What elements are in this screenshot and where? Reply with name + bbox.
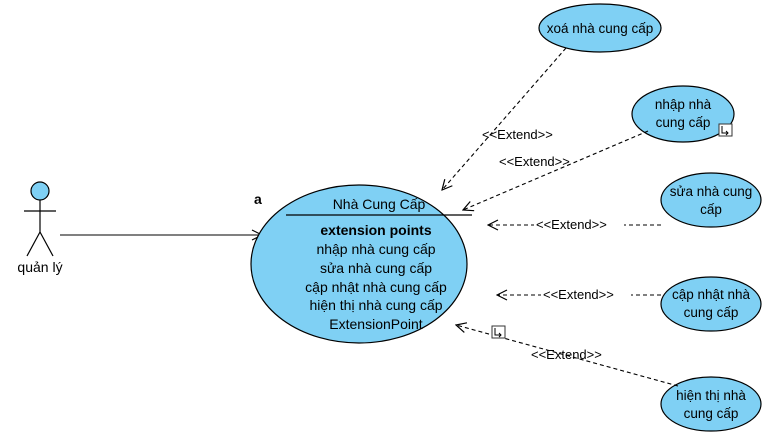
extend-label-hien-thi: <<Extend>> [531,347,602,362]
use-case-xoa-ellipse [538,3,662,53]
corner-mark: a [254,191,262,207]
use-case-nhap[interactable]: nhập nhà cung cấp [631,85,735,143]
extend-line-xoa[interactable] [442,47,567,190]
actor-head [30,181,50,201]
use-case-xoa[interactable]: xoá nhà cung cấp [538,3,662,53]
use-case-hien-thi-line2: cung cấp [684,406,739,421]
use-case-hien-thi[interactable]: hiện thị nhà cung cấp [660,376,762,432]
use-case-hien-thi-line1: hiện thị nhà [676,388,746,403]
main-use-case-ellipse [250,184,468,344]
use-case-sua-line1: sửa nhà cung [670,184,753,199]
use-case-sua-line2: cấp [700,202,722,217]
use-case-cap-nhat-ellipse [660,276,762,332]
extend-label-sua: <<Extend>> [536,217,607,232]
use-case-cap-nhat-line1: cập nhật nhà [672,287,751,302]
main-use-case-title: Nhà Cung Cấp [333,196,426,212]
resize-handle-icon[interactable] [491,325,506,339]
extension-point-0: nhập nhà cung cấp [316,241,435,257]
actor-left-leg [26,231,41,257]
actor-label: quản lý [17,259,62,275]
extend-label-sua-bg [534,214,624,232]
use-case-xoa-label: xoá nhà cung cấp [547,21,654,36]
extend-label-nhap: <<Extend>> [499,154,570,169]
use-case-sua-ellipse [660,172,762,228]
extension-point-4: ExtensionPoint [329,316,423,332]
extend-label-cap-nhat: <<Extend>> [543,287,614,302]
use-case-nhap-line1: nhập nhà [655,97,712,112]
extend-label-xoa: <<Extend>> [482,127,553,142]
actor-right-leg [39,231,54,257]
use-case-hien-thi-ellipse [660,376,762,432]
use-case-sua[interactable]: sửa nhà cung cấp [660,172,762,228]
use-case-cap-nhat-line2: cung cấp [684,305,739,320]
extension-point-1: sửa nhà cung cấp [320,260,432,276]
resize-handle-icon[interactable] [718,123,733,137]
use-case-cap-nhat[interactable]: cập nhật nhà cung cấp [660,276,762,332]
actor-quan-ly[interactable]: quản lý [17,181,63,275]
extension-point-3: hiện thị nhà cung cấp [309,297,442,313]
extension-points-heading: extension points [320,222,431,238]
main-use-case[interactable]: Nhà Cung Cấp extension points nhập nhà c… [250,184,472,344]
use-case-nhap-ellipse [631,85,735,143]
use-case-nhap-line2: cung cấp [656,115,711,130]
extend-line-nhap[interactable] [463,130,649,210]
extension-point-2: cập nhật nhà cung cấp [305,279,447,295]
extend-label-cap-nhat-bg [541,285,631,303]
